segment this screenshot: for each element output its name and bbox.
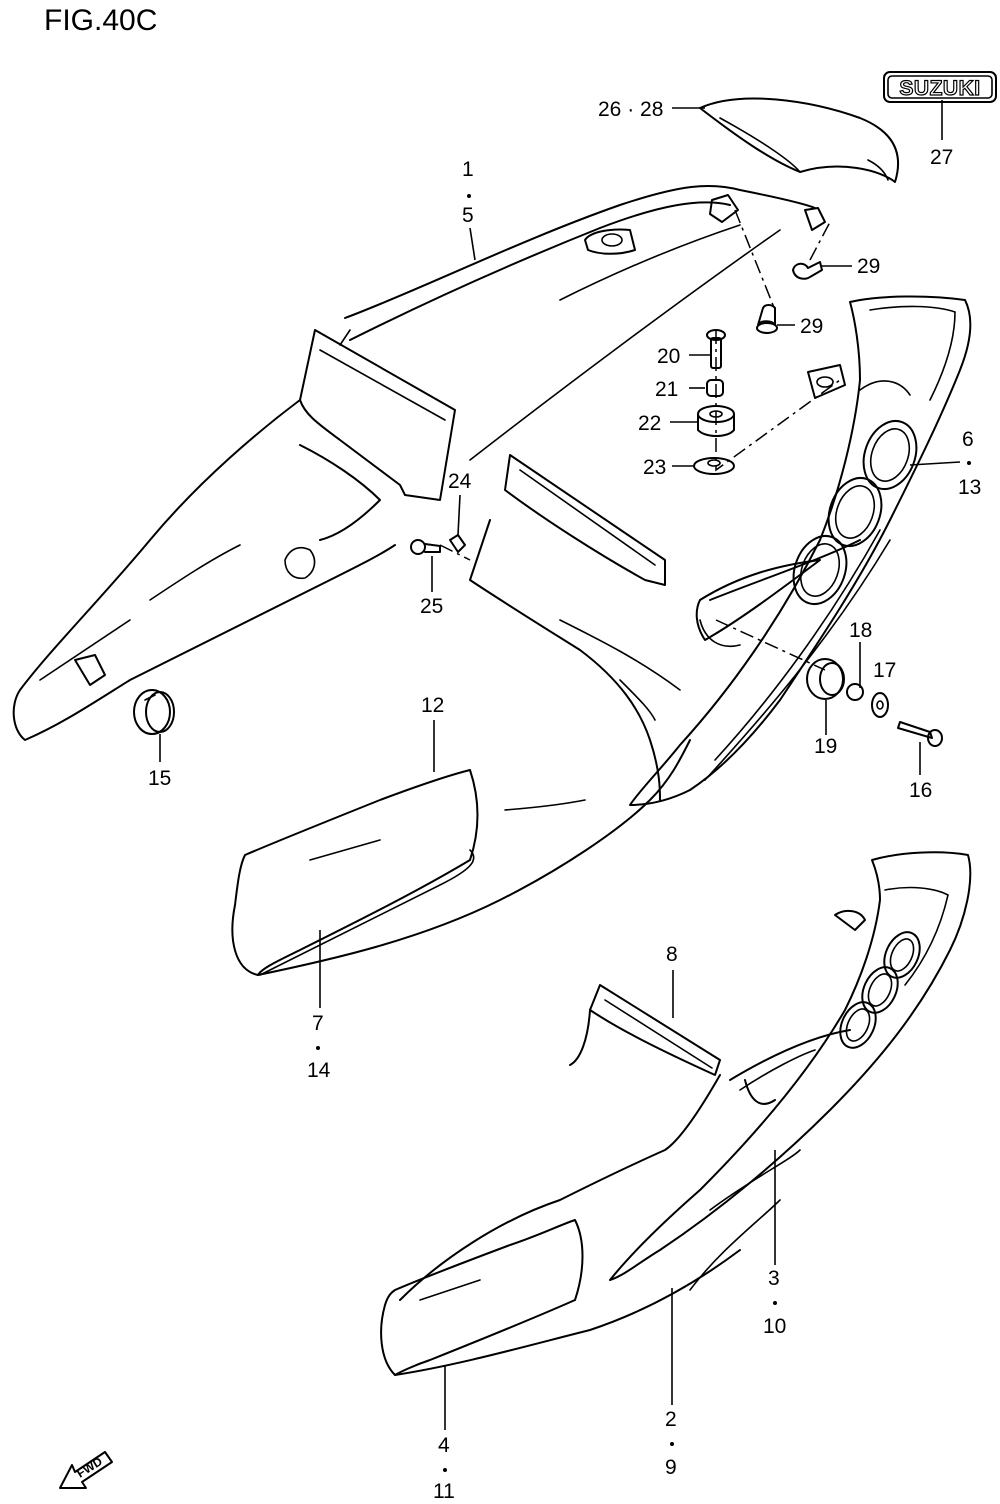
collar-21 (706, 379, 724, 397)
callout-13: 13 (958, 476, 981, 499)
callout-16: 16 (909, 779, 932, 802)
figure-title: FIG.40C (44, 4, 157, 37)
callout-20: 20 (657, 345, 680, 368)
callout-6: 6 (962, 428, 974, 451)
screw-29-lower (756, 304, 778, 334)
callout-19: 19 (814, 735, 837, 758)
callout-15: 15 (148, 767, 171, 790)
right-side-cover (629, 295, 972, 806)
assembly-lines (439, 209, 841, 671)
callout-10: 10 (763, 1315, 786, 1338)
callout-4: 4 (438, 1434, 450, 1457)
fwd-arrow-icon: FWD (59, 1451, 113, 1489)
callout-18: 18 (849, 619, 872, 642)
callout-5: 5 (462, 204, 474, 227)
callout-2: 2 (665, 1408, 677, 1431)
frame-cover-main (12, 184, 861, 976)
callout-29-lower: 29 (800, 315, 823, 338)
callout-29-upper: 29 (857, 255, 880, 278)
callout-25: 25 (420, 595, 443, 618)
callout-14: 14 (307, 1059, 331, 1082)
callout-12: 12 (421, 694, 444, 717)
callout-21: 21 (655, 378, 678, 401)
callout-11: 11 (433, 1480, 455, 1503)
screw-16 (897, 721, 943, 747)
callout-3: 3 (768, 1267, 780, 1290)
callout-26-28: 26 · 28 (598, 98, 663, 121)
callout-24: 24 (448, 470, 472, 493)
screw-25 (410, 539, 441, 555)
callout-8: 8 (666, 943, 678, 966)
screw-29-upper (792, 261, 823, 280)
clip-24 (449, 534, 466, 553)
callout-labels: 1 5 26 · 28 27 29 29 20 21 22 23 24 25 6… (148, 98, 981, 1503)
leader-lines (159, 100, 961, 1430)
seat-tail-cover (699, 97, 900, 183)
callout-1: 1 (462, 158, 474, 181)
suzuki-emblem: SUZUKI (883, 71, 997, 103)
washer-17 (871, 692, 889, 718)
left-side-cover (380, 851, 972, 1376)
callout-7: 7 (312, 1012, 324, 1035)
logo-text: SUZUKI (899, 77, 980, 100)
callout-22: 22 (638, 412, 661, 435)
callout-23: 23 (643, 456, 666, 479)
callout-9: 9 (665, 1456, 677, 1479)
collar-18 (846, 683, 864, 701)
grommet-15 (133, 689, 175, 735)
grommet-19 (806, 658, 845, 700)
callout-27: 27 (930, 146, 953, 169)
callout-17: 17 (873, 659, 896, 682)
